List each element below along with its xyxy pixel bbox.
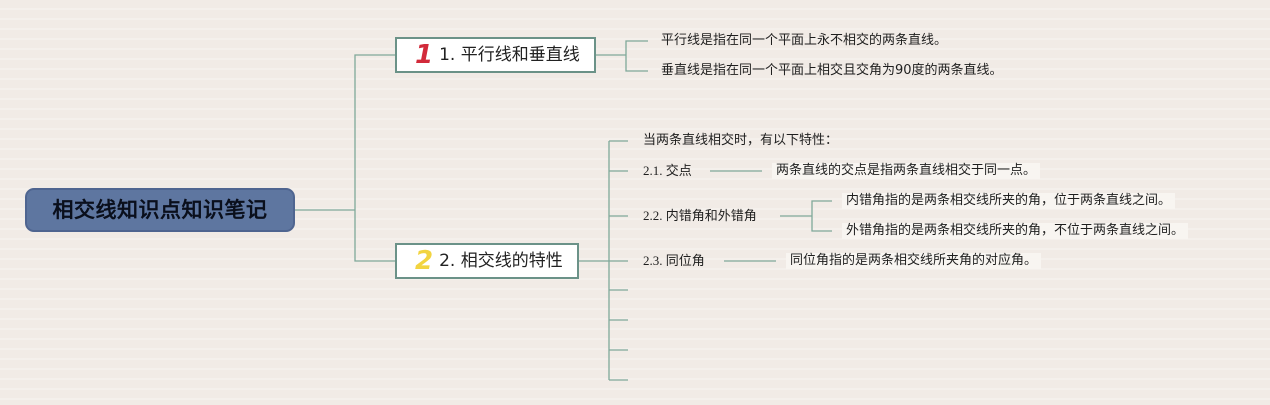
connector-2-2-leaf-2 (811, 216, 832, 232)
connector-root-branch-1 (354, 54, 395, 210)
leaf-corresponding-angle-definition[interactable]: 同位角指的是两条相交线所夹角的对应角。 (786, 253, 1042, 269)
branch-label: 2. 相交线的特性 (439, 251, 563, 271)
connector-root-branch-2 (354, 210, 395, 262)
leaf-intersect-intro[interactable]: 当两条直线相交时，有以下特性： (643, 133, 839, 148)
subtopic-interior-exterior-angles[interactable]: 2.2. 内错角和外错角 (643, 208, 757, 223)
number-two-icon: 2 (415, 246, 434, 276)
subtopic-corresponding-angles[interactable]: 2.3. 同位角 (643, 253, 705, 268)
root-topic[interactable]: 相交线知识点知识笔记 (25, 188, 295, 232)
branch-parallel-perpendicular[interactable]: 1 1. 平行线和垂直线 (395, 37, 596, 73)
number-one-icon: 1 (415, 40, 434, 70)
connector-b1-leaf-1 (625, 40, 648, 55)
branch-label: 1. 平行线和垂直线 (439, 45, 580, 65)
leaf-interior-angle-definition[interactable]: 内错角指的是两条相交线所夹的角，位于两条直线之间。 (842, 193, 1176, 209)
leaf-parallel-definition[interactable]: 平行线是指在同一个平面上永不相交的两条直线。 (661, 33, 948, 48)
connector-2-2-leaf-1 (811, 200, 832, 216)
leaf-perpendicular-definition[interactable]: 垂直线是指在同一个平面上相交且交角为90度的两条直线。 (661, 63, 1003, 78)
subtopic-intersection-point[interactable]: 2.1. 交点 (643, 163, 692, 178)
leaf-exterior-angle-definition[interactable]: 外错角指的是两条相交线所夹的角，不位于两条直线之间。 (842, 223, 1189, 239)
connector-b1-leaf-2 (625, 55, 648, 72)
leaf-intersection-point-definition[interactable]: 两条直线的交点是指两条直线相交于同一点。 (772, 163, 1041, 179)
branch-intersecting-properties[interactable]: 2 2. 相交线的特性 (395, 243, 579, 279)
